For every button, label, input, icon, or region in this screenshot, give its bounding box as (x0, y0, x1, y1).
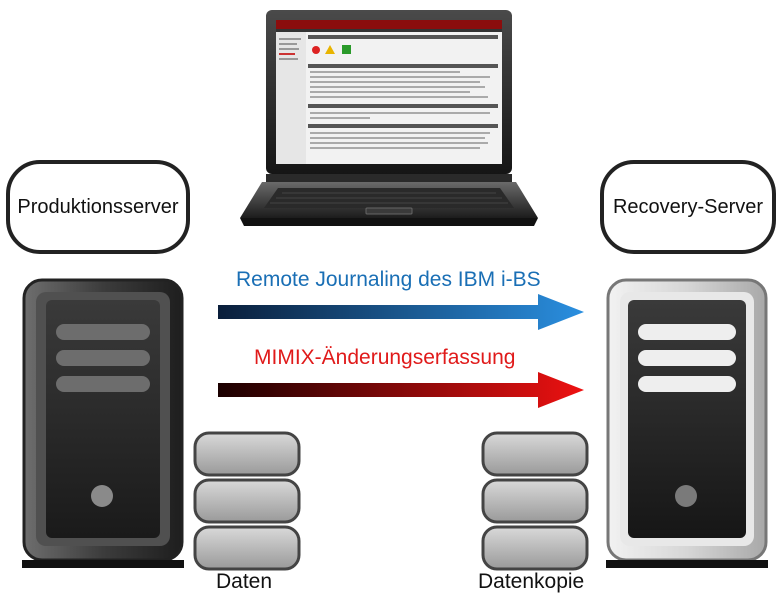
production-server-label: Produktionsserver (17, 195, 179, 218)
production-server-label-box: Produktionsserver (6, 160, 190, 254)
server-tower-light-icon (606, 278, 768, 570)
remote-journaling-arrow (218, 294, 584, 330)
data-label: Daten (216, 570, 273, 593)
data-copy-label: Datenkopie (478, 570, 585, 593)
recovery-server-label: Recovery-Server (612, 195, 764, 218)
data-copy-disk-stack-icon (480, 430, 590, 576)
mimix-capture-arrow (218, 372, 584, 408)
laptop-icon (238, 8, 540, 230)
remote-journaling-label: Remote Journaling des IBM i-BS (236, 268, 541, 291)
mimix-capture-label: MIMIX-Änderungserfassung (254, 346, 516, 369)
data-disk-stack-icon (192, 430, 302, 576)
recovery-server-label-box: Recovery-Server (600, 160, 776, 254)
server-tower-dark-icon (22, 278, 184, 570)
